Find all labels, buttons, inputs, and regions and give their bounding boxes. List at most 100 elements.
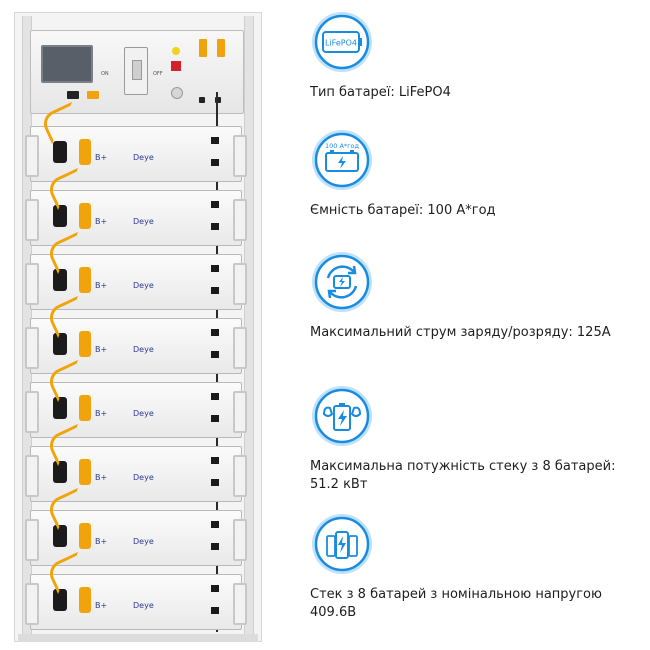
module-handle-right — [233, 455, 247, 497]
battery-power-icon — [312, 386, 372, 446]
positive-connector — [79, 395, 91, 421]
comm-port — [211, 521, 219, 528]
reset-knob — [171, 87, 183, 99]
negative-connector — [53, 205, 67, 227]
rack-base — [18, 634, 258, 642]
module-handle-right — [233, 519, 247, 561]
comm-port — [211, 287, 219, 294]
brand-label: Deye — [133, 601, 154, 610]
feature-stack-voltage: Стек з 8 батарей з номінальною напругою … — [310, 512, 640, 622]
comm-port — [211, 393, 219, 400]
power-port-black — [67, 91, 79, 99]
comm-port — [211, 265, 219, 272]
module-handle-left — [25, 583, 39, 625]
brand-label: Deye — [133, 409, 154, 418]
comm-port — [211, 543, 219, 550]
comm-port — [211, 223, 219, 230]
battery-module: B+ Deye — [25, 318, 247, 374]
brand-label: Deye — [133, 537, 154, 546]
comm-port — [211, 137, 219, 144]
brand-label: Deye — [133, 153, 154, 162]
comm-port-1 — [199, 97, 205, 103]
output-port-2 — [217, 39, 225, 57]
battery-module: B+ Deye — [25, 126, 247, 182]
terminal-label: B+ — [95, 281, 108, 290]
module-handle-left — [25, 263, 39, 305]
battery-module: B+ Deye — [25, 254, 247, 310]
module-handle-left — [25, 199, 39, 241]
battery-stack-icon — [312, 514, 372, 574]
indicator-light-yellow — [172, 47, 180, 55]
feature-battery-capacity: 100 А*год Ємність батареї: 100 А*год — [310, 128, 640, 220]
svg-text:100 А*год: 100 А*год — [325, 142, 360, 150]
comm-port-2 — [215, 97, 221, 103]
brand-label: Deye — [133, 217, 154, 226]
comm-port — [211, 351, 219, 358]
emergency-button — [171, 61, 181, 71]
module-handle-right — [233, 583, 247, 625]
on-label: ON — [101, 71, 109, 77]
positive-connector — [79, 267, 91, 293]
comm-port — [211, 479, 219, 486]
comm-port — [211, 415, 219, 422]
positive-connector — [79, 139, 91, 165]
output-port-1 — [199, 39, 207, 57]
negative-connector — [53, 525, 67, 547]
feature-text: Стек з 8 батарей з номінальною напругою … — [310, 587, 602, 620]
feature-text: Максимальна потужність стеку з 8 батарей… — [310, 459, 616, 492]
module-handle-left — [25, 135, 39, 177]
negative-connector — [53, 589, 67, 611]
breaker-switch — [124, 47, 148, 95]
terminal-label: B+ — [95, 217, 108, 226]
module-handle-left — [25, 519, 39, 561]
feature-stack-power: Максимальна потужність стеку з 8 батарей… — [310, 384, 640, 494]
terminal-label: B+ — [95, 601, 108, 610]
battery-module: B+ Deye — [25, 446, 247, 502]
negative-connector — [53, 141, 67, 163]
battery-module: B+ Deye — [25, 510, 247, 566]
battery-module: B+ Deye — [25, 574, 247, 630]
charge-discharge-icon — [312, 252, 372, 312]
brand-label: Deye — [133, 281, 154, 290]
high-voltage-control-box: ON OFF — [30, 30, 244, 114]
comm-port — [211, 329, 219, 336]
comm-port — [211, 159, 219, 166]
module-handle-right — [233, 199, 247, 241]
brand-label: Deye — [133, 473, 154, 482]
terminal-label: B+ — [95, 537, 108, 546]
comm-port — [211, 607, 219, 614]
terminal-label: B+ — [95, 409, 108, 418]
positive-connector — [79, 331, 91, 357]
feature-charge-current: Максимальний струм заряду/розряду: 125А — [310, 250, 640, 342]
feature-text: Максимальний струм заряду/розряду: 125А — [310, 325, 611, 340]
module-handle-right — [233, 263, 247, 305]
feature-text: Тип батареї: LiFePO4 — [310, 85, 451, 100]
module-handle-right — [233, 391, 247, 433]
feature-battery-type: LiFePO4 Тип батареї: LiFePO4 — [310, 10, 640, 102]
battery-rack: ON OFF B+ Deye B+ Deye — [14, 12, 262, 642]
comm-port — [211, 457, 219, 464]
module-handle-left — [25, 391, 39, 433]
svg-text:LiFePO4: LiFePO4 — [325, 39, 357, 48]
negative-connector — [53, 333, 67, 355]
battery-module: B+ Deye — [25, 190, 247, 246]
battery-capacity-icon: 100 А*год — [312, 130, 372, 190]
positive-connector — [79, 459, 91, 485]
positive-connector — [79, 523, 91, 549]
comm-port — [211, 585, 219, 592]
terminal-label: B+ — [95, 473, 108, 482]
negative-connector — [53, 269, 67, 291]
terminal-label: B+ — [95, 153, 108, 162]
battery-module: B+ Deye — [25, 382, 247, 438]
module-handle-right — [233, 135, 247, 177]
comm-port — [211, 201, 219, 208]
module-handle-left — [25, 327, 39, 369]
module-handle-right — [233, 327, 247, 369]
brand-label: Deye — [133, 345, 154, 354]
off-label: OFF — [153, 71, 163, 77]
positive-connector — [79, 203, 91, 229]
feature-text: Ємність батареї: 100 А*год — [310, 203, 496, 218]
terminal-label: B+ — [95, 345, 108, 354]
module-handle-left — [25, 455, 39, 497]
lifepo4-battery-icon: LiFePO4 — [312, 12, 372, 72]
